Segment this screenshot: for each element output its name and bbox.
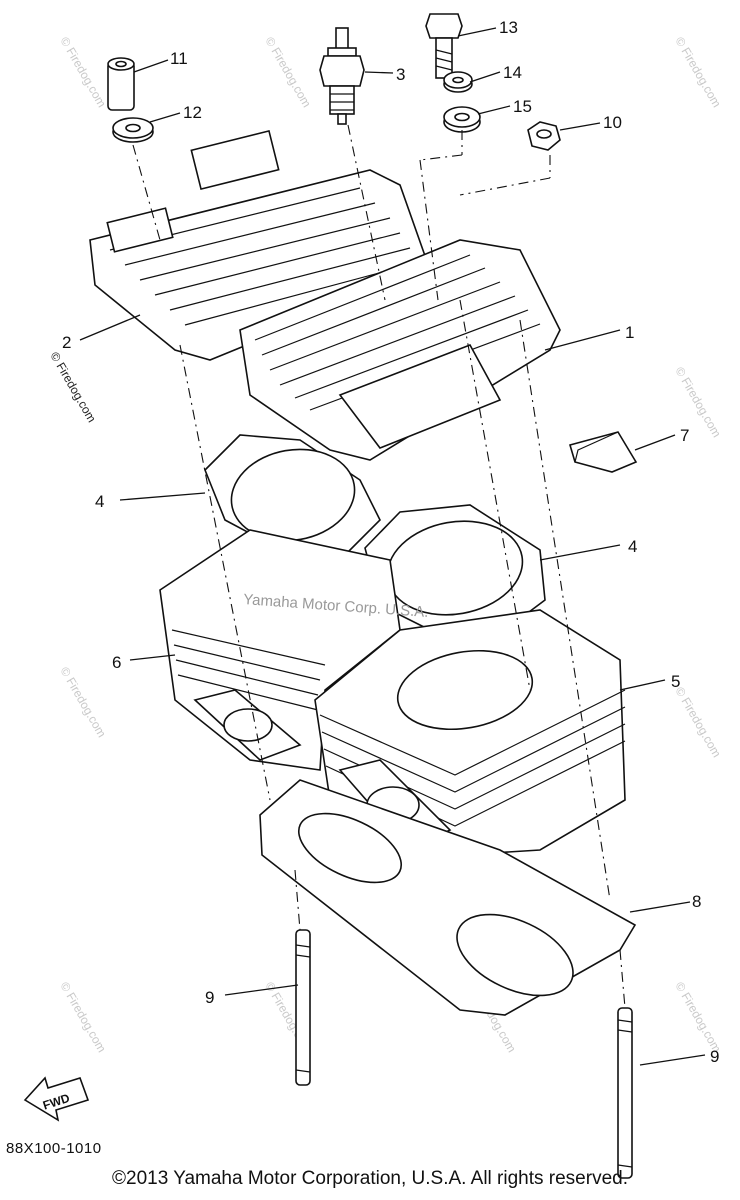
assembly-lines (132, 124, 626, 1009)
callout-13: 13 (499, 18, 518, 37)
fwd-arrow-icon: FWD (23, 1076, 90, 1122)
damper-7 (569, 431, 638, 473)
watermark: © Firedog.com (672, 685, 724, 760)
washer-12 (112, 117, 154, 143)
watermark: © Firedog.com (47, 350, 99, 425)
callout-8: 8 (692, 892, 701, 911)
watermark: © Firedog.com (672, 980, 724, 1055)
callout-1: 1 (625, 323, 634, 342)
collar-11 (107, 57, 135, 111)
washer-15 (443, 106, 481, 133)
callout-14: 14 (503, 63, 522, 82)
callout-3: 3 (396, 65, 405, 84)
cylinder-head-2 (89, 129, 432, 361)
part-code: 88X100-1010 (6, 1140, 102, 1157)
callout-9-left: 9 (205, 988, 214, 1007)
callout-2: 2 (62, 333, 71, 352)
watermark: © Firedog.com (672, 35, 724, 110)
stud-bolt-9-left (295, 929, 311, 1086)
spark-plug-3 (319, 27, 365, 125)
head-gasket-4-front (364, 504, 546, 636)
copyright-notice: ©2013 Yamaha Motor Corporation, U.S.A. A… (112, 1168, 628, 1189)
bolt-13 (425, 13, 463, 79)
watermark: © Firedog.com (57, 980, 109, 1055)
callout-9-right: 9 (710, 1047, 719, 1066)
callout-5: 5 (671, 672, 680, 691)
cylinder-6 (159, 529, 401, 771)
head-gasket-4-rear (204, 434, 381, 556)
stud-bolt-9-right (617, 1007, 633, 1179)
callout-7: 7 (680, 426, 689, 445)
base-gasket-8 (259, 779, 637, 1016)
callout-12: 12 (183, 103, 202, 122)
callout-4-rear: 4 (95, 492, 104, 511)
callout-15: 15 (513, 97, 532, 116)
cylinder-head-1 (239, 239, 561, 461)
callout-10: 10 (603, 113, 622, 132)
watermark: © Firedog.com (262, 35, 314, 110)
nut-10 (527, 121, 561, 151)
callout-6: 6 (112, 653, 121, 672)
watermark: © Firedog.com (57, 35, 109, 110)
callout-4-front: 4 (628, 537, 637, 556)
callout-labels: 1 2 3 4 4 5 6 7 8 9 9 10 11 12 13 14 15 (62, 18, 719, 1066)
washer-14 (443, 71, 473, 93)
watermark: © Firedog.com (57, 665, 109, 740)
leader-lines (79, 27, 706, 1066)
callout-11: 11 (170, 49, 188, 68)
